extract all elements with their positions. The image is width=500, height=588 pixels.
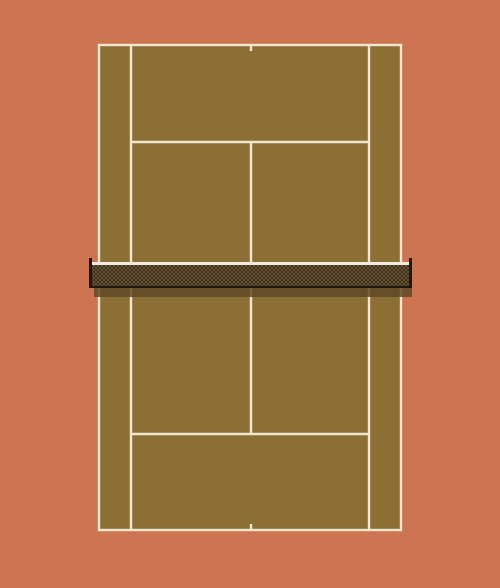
net-bottom-cord xyxy=(91,286,411,288)
right-net-post xyxy=(409,258,412,288)
net-shadow xyxy=(94,286,412,297)
net xyxy=(91,262,411,288)
left-net-post xyxy=(89,258,92,288)
net-mesh xyxy=(92,264,410,286)
net-top-band xyxy=(91,262,411,265)
